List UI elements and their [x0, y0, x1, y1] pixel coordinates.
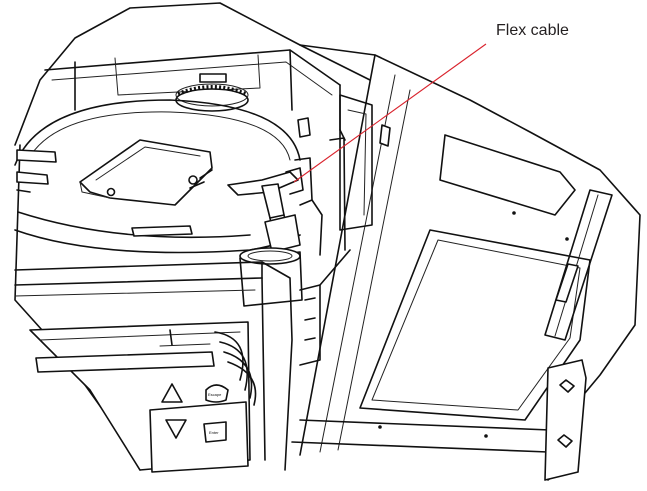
mounting-rail: [544, 189, 613, 341]
flex-cable-connector: [227, 157, 323, 256]
mounting-bracket: [544, 359, 587, 481]
gear-wheel: [175, 83, 249, 112]
up-arrow-icon: [161, 383, 183, 403]
cover-plate: [79, 139, 213, 206]
flex-cable-leader: [293, 43, 487, 183]
upper-recess: [439, 134, 576, 216]
chassis-panel: [291, 44, 641, 481]
svg-text:Escape: Escape: [208, 392, 222, 397]
side-wall: [297, 94, 391, 366]
escape-button: [205, 384, 229, 403]
flex-cable-label: Flex cable: [496, 22, 569, 39]
keypad: Escape Enter: [149, 383, 249, 473]
svg-text:Enter: Enter: [209, 430, 219, 435]
tape-reel-deck: [14, 99, 301, 254]
down-arrow-icon: [165, 419, 187, 439]
enter-button: [203, 421, 227, 443]
cartridge-guide: [239, 247, 303, 307]
